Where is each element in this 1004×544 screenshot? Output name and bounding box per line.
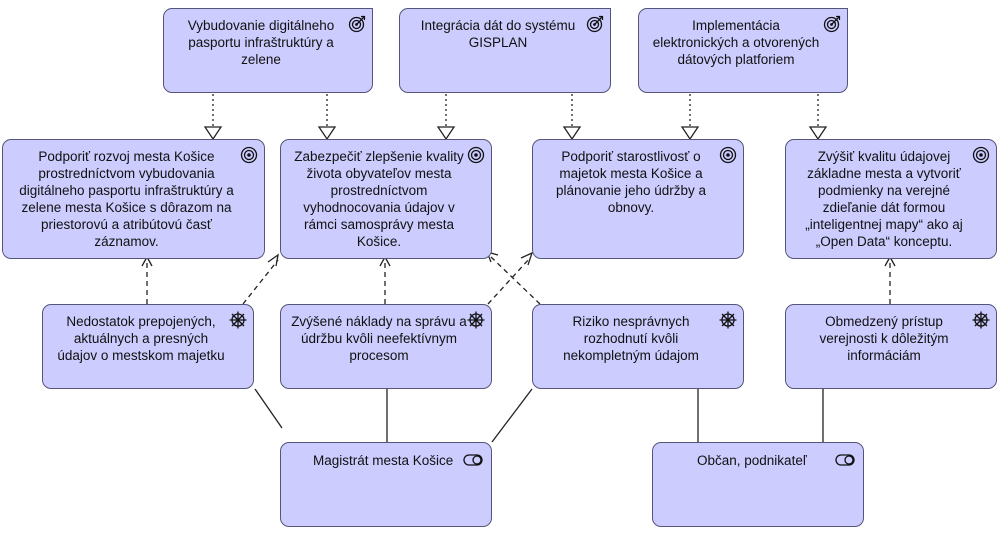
driver-element[interactable]: Obmedzený prístup verejnosti k dôležitým… <box>785 304 997 389</box>
outcome-icon <box>719 146 737 164</box>
outcome-label: Zabezpečiť zlepšenie kvality života obyv… <box>294 149 464 249</box>
goal-label: Integrácia dát do systému GISPLAN <box>420 18 576 50</box>
outcome-icon <box>972 146 990 164</box>
driver-label: Zvýšené náklady na správu a údržbu kvôli… <box>291 314 467 363</box>
outcome-element[interactable]: Podporiť starostlivosť o majetok mesta K… <box>532 139 744 259</box>
target-icon <box>586 15 604 33</box>
driver-label: Obmedzený prístup verejnosti k dôležitým… <box>819 314 949 363</box>
goal-label: Vybudovanie digitálneho pasportu infrašt… <box>187 18 335 67</box>
goal-element[interactable]: Implementácia elektronických a otvorenýc… <box>638 8 848 93</box>
association-connector <box>254 388 824 443</box>
outcome-element[interactable]: Zvýšiť kvalitu údajovej základne mesta a… <box>785 139 997 259</box>
stakeholder-element[interactable]: Občan, podnikateľ <box>652 442 864 527</box>
driver-element[interactable]: Riziko nesprávnych rozhodnutí kvôli neko… <box>532 304 744 389</box>
outcome-label: Podporiť starostlivosť o majetok mesta K… <box>555 149 707 215</box>
stakeholder-label: Občan, podnikateľ <box>697 453 807 468</box>
driver-label: Riziko nesprávnych rozhodnutí kvôli neko… <box>563 314 699 363</box>
driver-label: Nedostatok prepojených, aktuálnych a pre… <box>57 314 225 363</box>
role-icon <box>835 454 855 466</box>
outcome-element[interactable]: Podporiť rozvoj mesta Košice prostredníc… <box>2 139 265 259</box>
target-icon <box>348 15 366 33</box>
influence-connector <box>146 256 891 305</box>
stakeholder-label: Magistrát mesta Košice <box>313 453 454 468</box>
driver-element[interactable]: Zvýšené náklady na správu a údržbu kvôli… <box>280 304 492 389</box>
realization-arrowheads <box>203 126 828 141</box>
driver-element[interactable]: Nedostatok prepojených, aktuálnych a pre… <box>42 304 254 389</box>
role-icon <box>463 454 483 466</box>
driver-icon <box>972 311 990 329</box>
outcome-icon <box>467 146 485 164</box>
driver-icon <box>467 311 485 329</box>
driver-icon <box>229 311 247 329</box>
goal-element[interactable]: Integrácia dát do systému GISPLAN <box>399 8 611 93</box>
goal-element[interactable]: Vybudovanie digitálneho pasportu infrašt… <box>163 8 373 93</box>
outcome-label: Podporiť rozvoj mesta Košice prostredníc… <box>19 149 234 249</box>
outcome-element[interactable]: Zabezpečiť zlepšenie kvality života obyv… <box>280 139 492 259</box>
realization-connector <box>212 94 819 127</box>
target-icon <box>823 15 841 33</box>
goal-label: Implementácia elektronických a otvorenýc… <box>652 18 820 67</box>
outcome-icon <box>240 146 258 164</box>
stakeholder-element[interactable]: Magistrát mesta Košice <box>280 442 492 527</box>
outcome-label: Zvýšiť kvalitu údajovej základne mesta a… <box>805 149 963 249</box>
driver-icon <box>719 311 737 329</box>
